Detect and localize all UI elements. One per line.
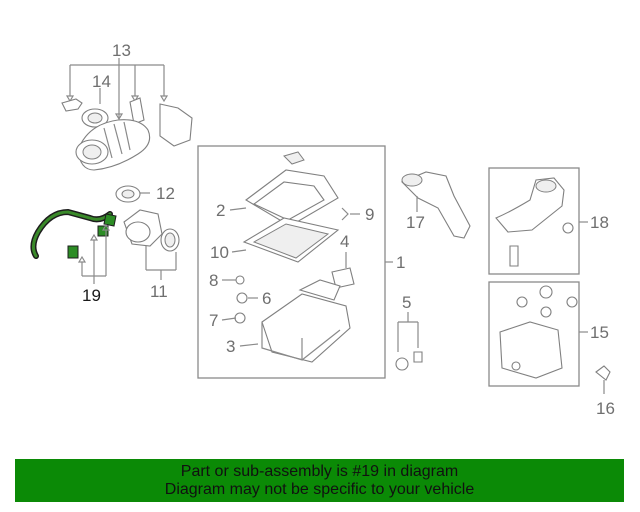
callout-10: 10 [210, 243, 229, 262]
air-cleaner-box [197, 145, 393, 379]
callout-12: 12 [156, 184, 175, 203]
callout-4: 4 [340, 232, 349, 251]
callout-17: 17 [406, 213, 425, 232]
callout-14: 14 [92, 72, 111, 91]
callout-2: 2 [216, 201, 225, 220]
callout-5: 5 [402, 293, 411, 312]
callout-13: 13 [112, 41, 131, 60]
breather-hose-19 [30, 208, 117, 284]
info-banner: Part or sub-assembly is #19 in diagram D… [15, 459, 624, 502]
callout-7: 7 [209, 311, 218, 330]
intake-tube-17 [401, 171, 471, 239]
callout-6: 6 [262, 289, 271, 308]
resonator-box-18 [488, 167, 588, 275]
banner-line-1: Part or sub-assembly is #19 in diagram [180, 462, 459, 480]
callout-1: 1 [396, 253, 405, 272]
fasteners-5 [395, 312, 423, 371]
callout-3: 3 [226, 337, 235, 356]
callout-8: 8 [209, 271, 218, 290]
callout-16: 16 [596, 399, 615, 418]
callout-11: 11 [150, 282, 168, 301]
callout-9: 9 [365, 205, 374, 224]
banner-line-2: Diagram may not be specific to your vehi… [164, 480, 475, 498]
callout-15: 15 [590, 323, 609, 342]
duct-group-13 [61, 58, 193, 171]
bolt-16 [595, 365, 611, 394]
callout-19: 19 [82, 286, 101, 305]
callout-18: 18 [590, 213, 609, 232]
reservoir-box-15 [488, 281, 588, 387]
maf-sensor-group [115, 185, 180, 280]
parts-diagram: 13 14 12 11 19 2 10 8 6 7 3 9 4 1 5 17 1… [30, 41, 615, 418]
